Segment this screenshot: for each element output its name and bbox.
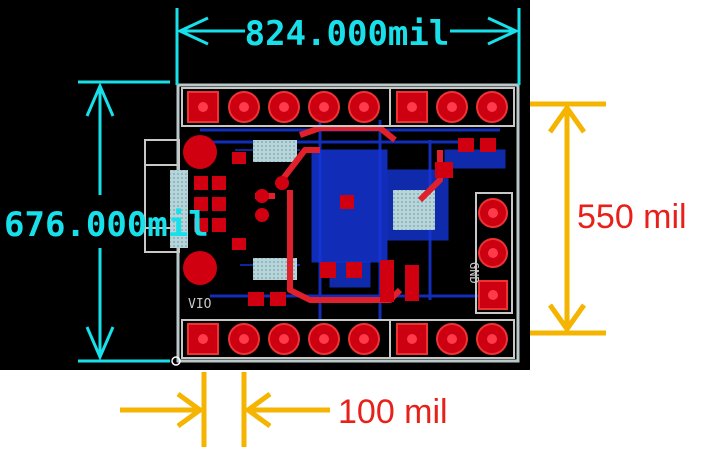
smd-pads	[194, 138, 496, 306]
origin-marker	[171, 356, 181, 366]
pin-pitch-label: 100 mil	[338, 393, 448, 431]
pin-pitch-dimension	[120, 372, 330, 447]
height-dimension	[78, 80, 170, 363]
row-spacing-dimension	[530, 101, 606, 336]
width-dimension	[175, 8, 521, 85]
header-bottom	[181, 319, 515, 359]
usb-connector	[144, 139, 188, 253]
width-dimension-label: 824.000mil	[245, 14, 450, 54]
via	[255, 208, 269, 222]
component-hatch	[393, 190, 435, 230]
height-dimension-label: 676.000mil	[4, 205, 209, 245]
silk-label-vio: VIO	[188, 297, 212, 312]
mount-pad	[183, 135, 217, 169]
mount-pad	[183, 251, 217, 285]
silk-label-gnd: GND	[467, 262, 481, 284]
header-right	[475, 192, 513, 314]
component-hatch	[253, 258, 297, 280]
via	[275, 176, 289, 190]
component-hatch	[253, 140, 297, 162]
header-top	[181, 87, 515, 127]
via	[255, 189, 269, 203]
row-spacing-label: 550 mil	[577, 198, 687, 236]
